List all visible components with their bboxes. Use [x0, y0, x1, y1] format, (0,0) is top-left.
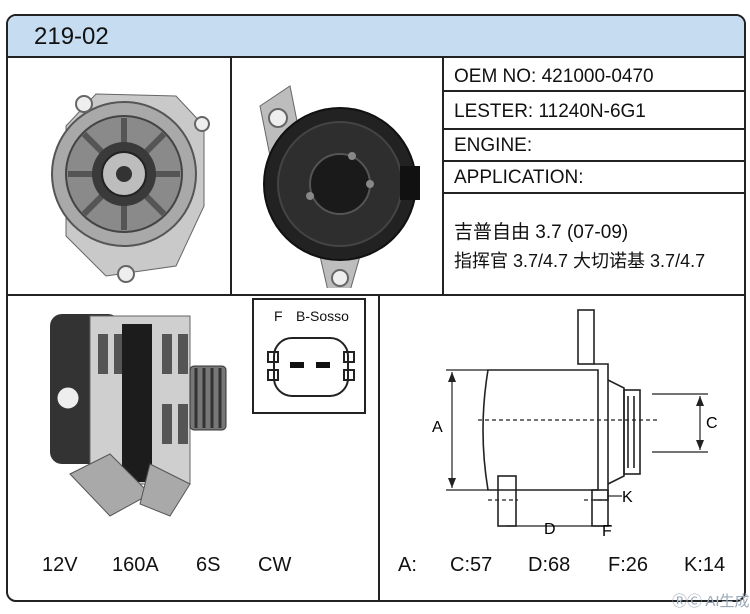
application-line-2: 指挥官 3.7/4.7 大切诺基 3.7/4.7 — [454, 251, 706, 271]
divider — [8, 294, 744, 296]
connector-pin-b: B-Sosso — [296, 308, 349, 324]
dimension-drawing: A C D F K — [432, 309, 718, 536]
application-label: APPLICATION: — [454, 167, 584, 188]
divider — [378, 294, 380, 600]
alternator-back-photo — [51, 93, 210, 283]
connector-icon — [267, 337, 355, 397]
current: 160A — [112, 554, 159, 576]
dimension-a: A: — [398, 554, 417, 576]
connector-box: F B-Sosso — [252, 298, 366, 414]
header-bar: 219-02 — [8, 16, 744, 58]
dimension-a-label: A — [432, 419, 443, 436]
dimension-d: D:68 — [528, 554, 571, 576]
dimension-k: K:14 — [684, 554, 726, 576]
divider — [230, 58, 232, 294]
alternator-side-photo — [50, 314, 227, 517]
dimension-d-label: D — [544, 521, 556, 536]
dimension-k-label: K — [622, 489, 633, 506]
divider — [442, 192, 744, 194]
divider — [442, 160, 744, 162]
dimension-c-label: C — [706, 415, 718, 432]
dimension-c: C:57 — [450, 554, 493, 576]
model-number: 219-02 — [34, 23, 109, 50]
oem-number: OEM NO: 421000-0470 — [454, 66, 654, 87]
divider — [442, 128, 744, 130]
lester-number: LESTER: 11240N-6G1 — [454, 101, 646, 122]
application-line-1: 吉普自由 3.7 (07-09) — [454, 222, 629, 243]
connector-pin-f: F — [274, 308, 283, 324]
dimension-f: F:26 — [608, 554, 649, 576]
product-sheet: 219-02 OEM NO: 421000-0470 LESTER: 11240… — [6, 14, 746, 602]
divider — [442, 90, 744, 92]
pulley-type: 6S — [196, 554, 221, 576]
rotation: CW — [258, 554, 292, 576]
alternator-front-photo — [259, 85, 420, 288]
voltage: 12V — [42, 554, 78, 576]
watermark: ⓇⒸ AI生成 — [672, 593, 750, 610]
dimension-f-label: F — [602, 523, 612, 536]
engine-label: ENGINE: — [454, 135, 533, 156]
divider — [442, 58, 444, 294]
